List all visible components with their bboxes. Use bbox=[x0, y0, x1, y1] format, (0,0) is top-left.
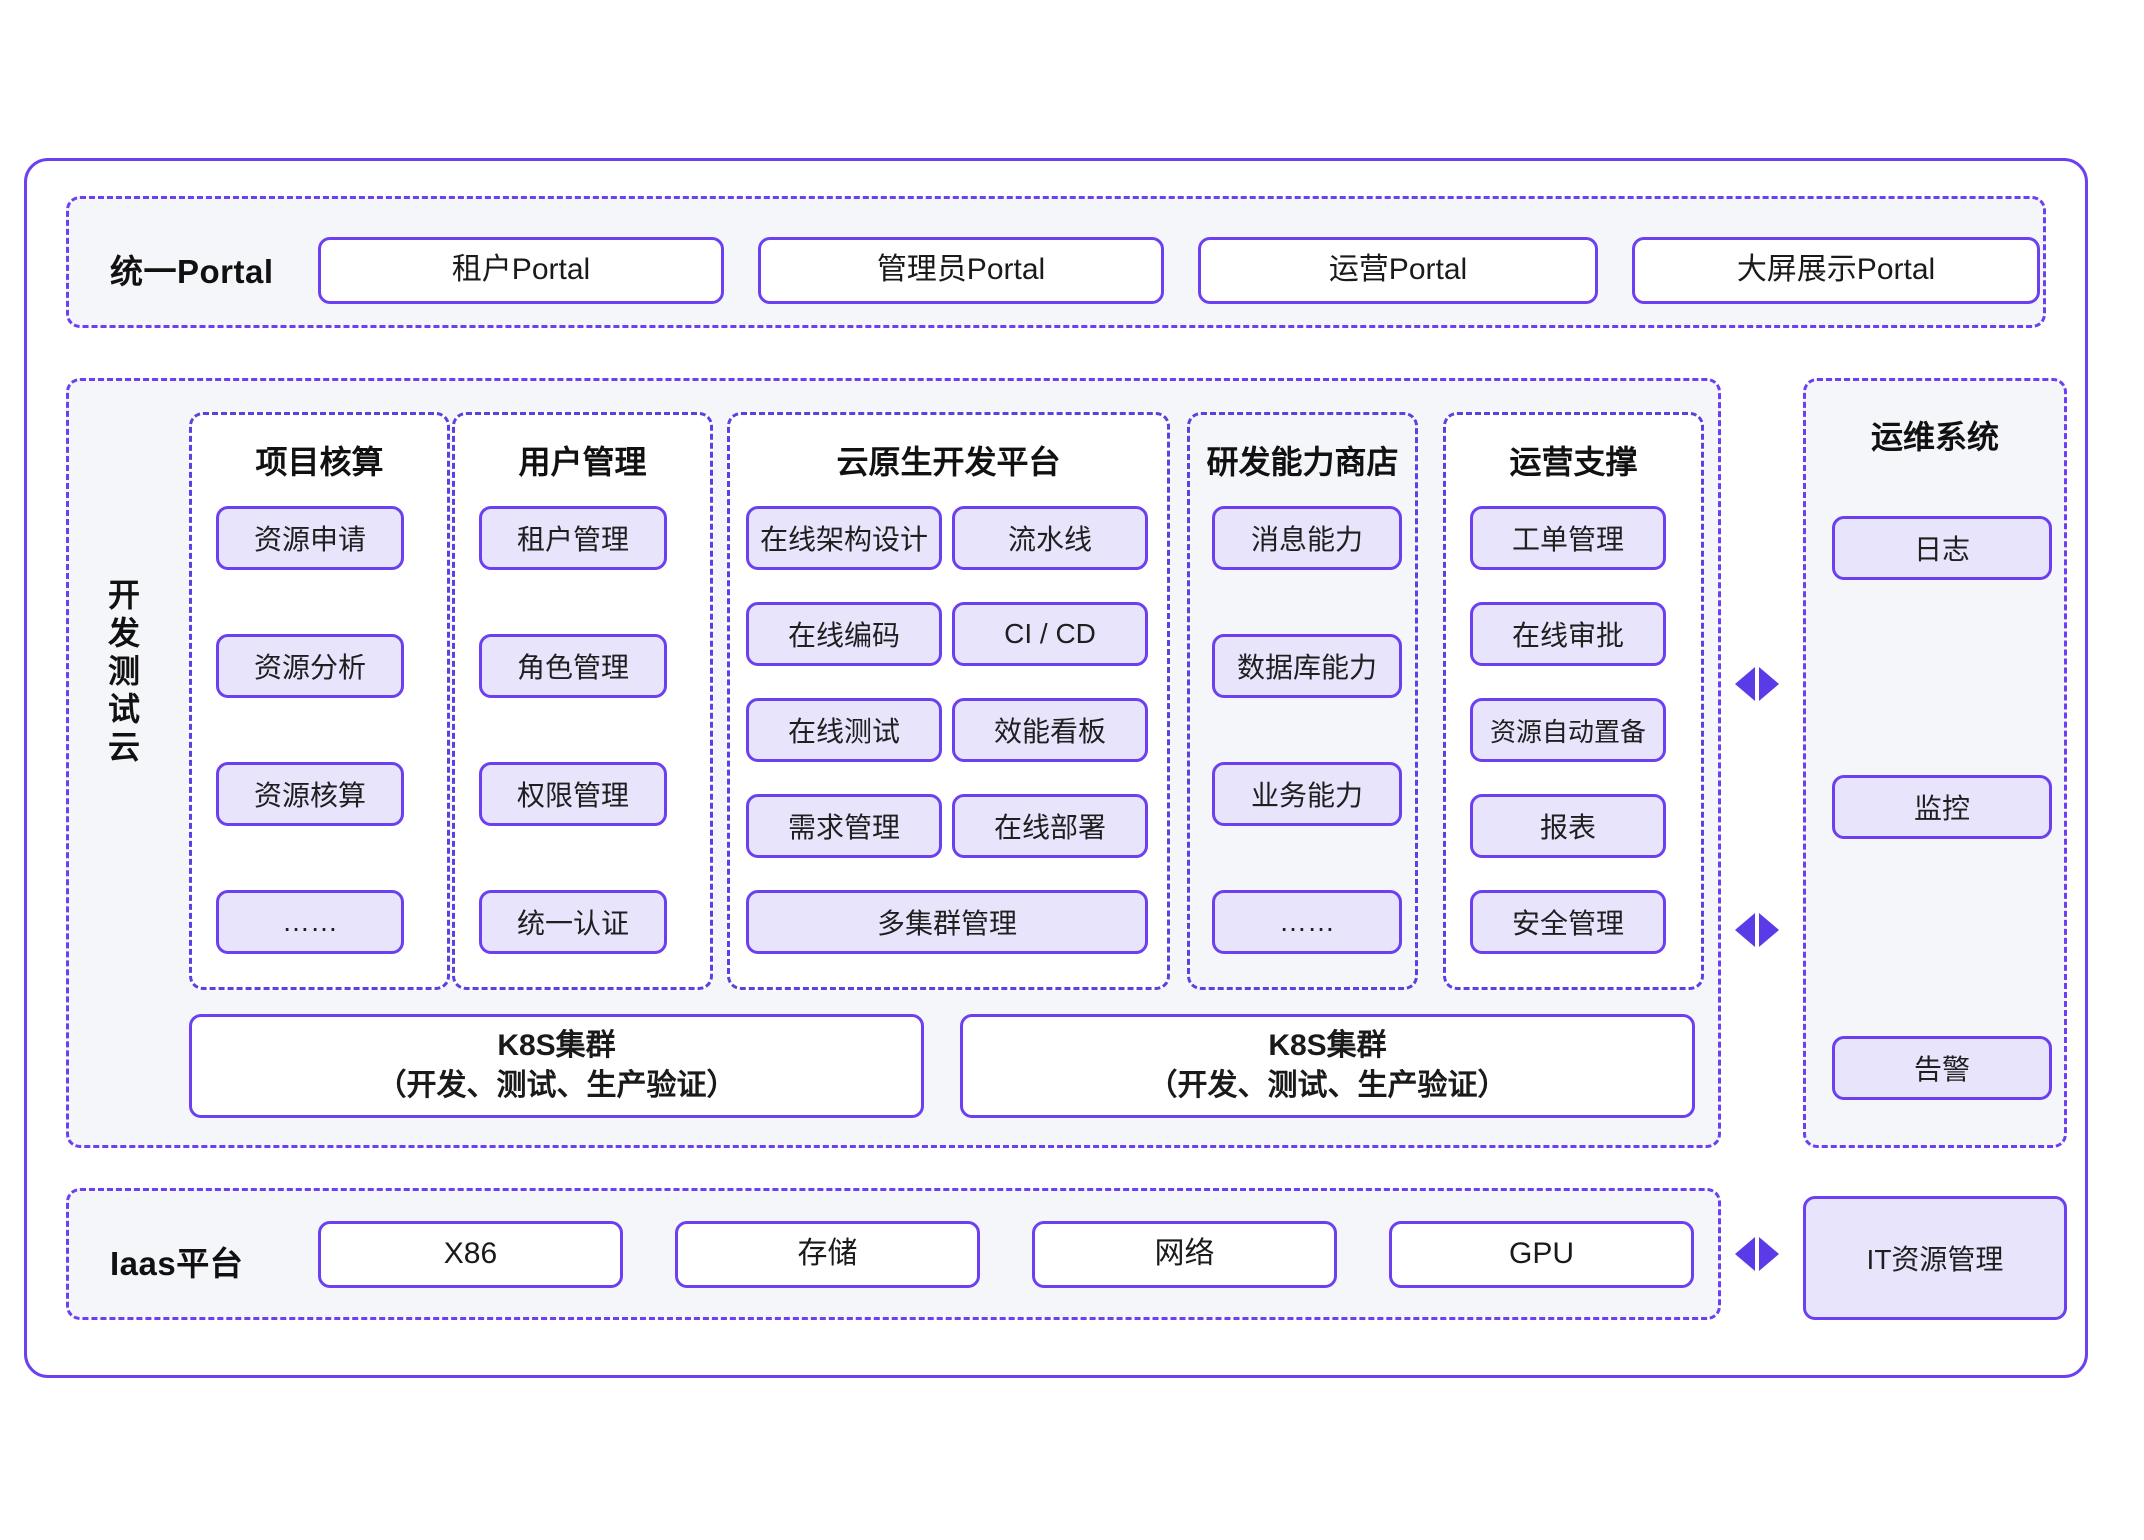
column-user-management-title: 用户管理 bbox=[518, 444, 647, 480]
chip-online-testing[interactable]: 在线测试 bbox=[746, 698, 942, 762]
chip-rd-capability-more[interactable]: …… bbox=[1212, 890, 1402, 954]
chip-log[interactable]: 日志 bbox=[1832, 516, 2052, 580]
ops-system-panel bbox=[1803, 378, 2067, 1148]
ops-system-title: 运维系统 bbox=[1870, 419, 1999, 455]
chip-resource-application[interactable]: 资源申请 bbox=[216, 506, 404, 570]
chip-role-management[interactable]: 角色管理 bbox=[479, 634, 667, 698]
k8s-cluster-1-line2: （开发、测试、生产验证） bbox=[376, 1069, 737, 1102]
chip-monitoring[interactable]: 监控 bbox=[1832, 775, 2052, 839]
chip-report[interactable]: 报表 bbox=[1470, 794, 1666, 858]
iaas-row-label: Iaas平台 bbox=[110, 1245, 244, 1282]
column-cloud-native-platform-title: 云原生开发平台 bbox=[836, 444, 1061, 480]
arrow-left-icon bbox=[1735, 1237, 1755, 1271]
iaas-x86-button[interactable]: X86 bbox=[318, 1221, 623, 1288]
it-resource-management-box[interactable]: IT资源管理 bbox=[1803, 1196, 2067, 1320]
chip-alarm[interactable]: 告警 bbox=[1832, 1036, 2052, 1100]
connector-devtest-to-ops-upper bbox=[1735, 667, 1779, 701]
arrow-left-icon bbox=[1735, 913, 1755, 947]
chip-business-capability[interactable]: 业务能力 bbox=[1212, 762, 1402, 826]
arrow-right-icon bbox=[1759, 1237, 1779, 1271]
chip-multi-cluster-management[interactable]: 多集群管理 bbox=[746, 890, 1148, 954]
k8s-cluster-box-1[interactable]: K8S集群 （开发、测试、生产验证） bbox=[189, 1014, 924, 1118]
k8s-cluster-1-line1: K8S集群 bbox=[497, 1028, 616, 1062]
arrow-right-icon bbox=[1759, 913, 1779, 947]
connector-devtest-to-ops-lower bbox=[1735, 913, 1779, 947]
chip-online-architecture-design[interactable]: 在线架构设计 bbox=[746, 506, 942, 570]
portal-row-label: 统一Portal bbox=[110, 253, 274, 290]
portal-bigscreen-button[interactable]: 大屏展示Portal bbox=[1632, 237, 2040, 304]
chip-ticket-management[interactable]: 工单管理 bbox=[1470, 506, 1666, 570]
chip-online-deployment[interactable]: 在线部署 bbox=[952, 794, 1148, 858]
chip-resource-analysis[interactable]: 资源分析 bbox=[216, 634, 404, 698]
column-project-accounting-title: 项目核算 bbox=[255, 444, 384, 480]
arrow-right-icon bbox=[1759, 667, 1779, 701]
chip-efficiency-dashboard[interactable]: 效能看板 bbox=[952, 698, 1148, 762]
connector-iaas-to-it-resource bbox=[1735, 1237, 1779, 1271]
iaas-gpu-button[interactable]: GPU bbox=[1389, 1221, 1694, 1288]
iaas-network-button[interactable]: 网络 bbox=[1032, 1221, 1337, 1288]
arrow-left-icon bbox=[1735, 667, 1755, 701]
chip-database-capability[interactable]: 数据库能力 bbox=[1212, 634, 1402, 698]
chip-permission-management[interactable]: 权限管理 bbox=[479, 762, 667, 826]
chip-pipeline[interactable]: 流水线 bbox=[952, 506, 1148, 570]
portal-admin-button[interactable]: 管理员Portal bbox=[758, 237, 1164, 304]
devtest-cloud-side-label: 开发测试云 bbox=[104, 578, 140, 768]
chip-security-management[interactable]: 安全管理 bbox=[1470, 890, 1666, 954]
k8s-cluster-2-line2: （开发、测试、生产验证） bbox=[1147, 1069, 1508, 1102]
chip-online-approval[interactable]: 在线审批 bbox=[1470, 602, 1666, 666]
k8s-cluster-2-line1: K8S集群 bbox=[1268, 1028, 1387, 1062]
chip-requirement-management[interactable]: 需求管理 bbox=[746, 794, 942, 858]
portal-operation-button[interactable]: 运营Portal bbox=[1198, 237, 1598, 304]
chip-unified-auth[interactable]: 统一认证 bbox=[479, 890, 667, 954]
k8s-cluster-box-2[interactable]: K8S集群 （开发、测试、生产验证） bbox=[960, 1014, 1695, 1118]
chip-resource-accounting[interactable]: 资源核算 bbox=[216, 762, 404, 826]
iaas-storage-button[interactable]: 存储 bbox=[675, 1221, 980, 1288]
portal-tenant-button[interactable]: 租户Portal bbox=[318, 237, 724, 304]
chip-ci-cd[interactable]: CI / CD bbox=[952, 602, 1148, 666]
column-rd-capability-store-title: 研发能力商店 bbox=[1206, 444, 1399, 480]
column-operation-support-title: 运营支撑 bbox=[1509, 444, 1638, 480]
chip-tenant-management[interactable]: 租户管理 bbox=[479, 506, 667, 570]
chip-auto-resource-provisioning[interactable]: 资源自动置备 bbox=[1470, 698, 1666, 762]
chip-message-capability[interactable]: 消息能力 bbox=[1212, 506, 1402, 570]
chip-project-accounting-more[interactable]: …… bbox=[216, 890, 404, 954]
chip-online-coding[interactable]: 在线编码 bbox=[746, 602, 942, 666]
